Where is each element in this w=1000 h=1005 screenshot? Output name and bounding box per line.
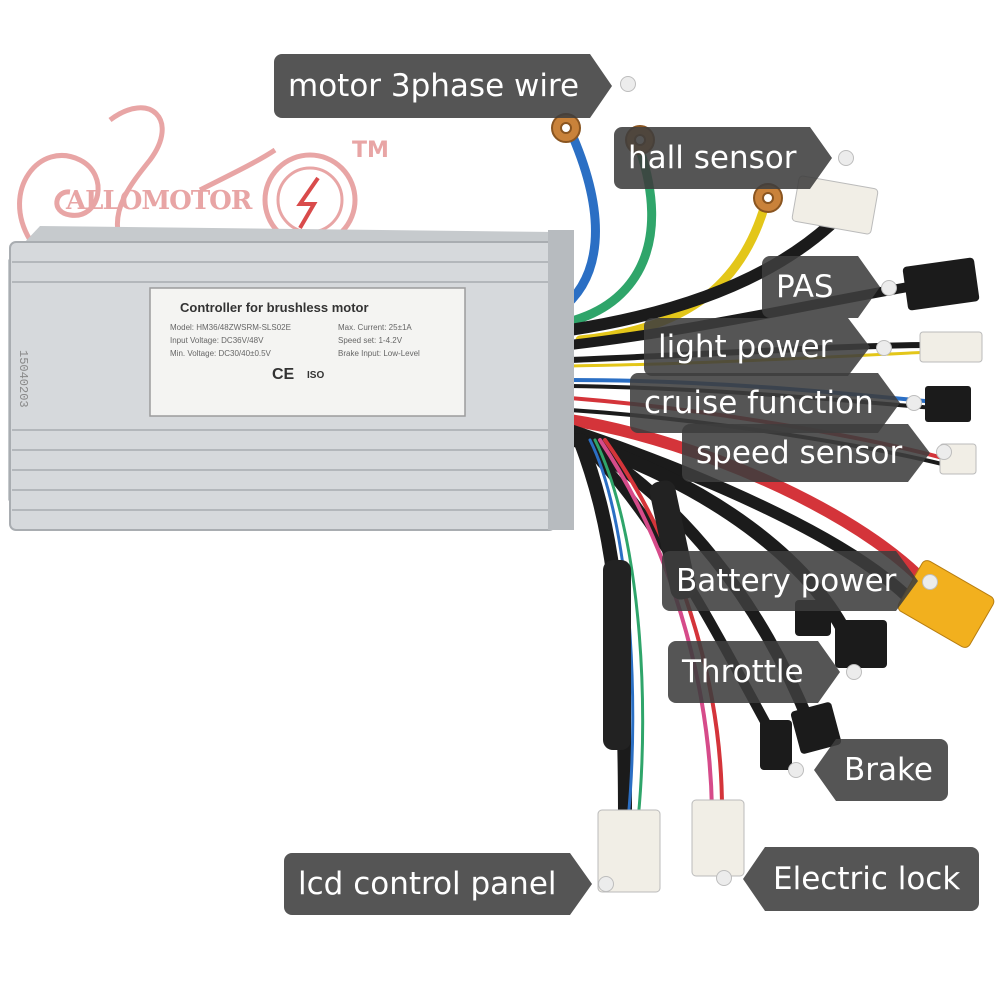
plate-min-voltage: Min. Voltage: DC30/40±0.5V <box>170 349 271 358</box>
brand-logo <box>17 105 358 248</box>
pointer-dot-brake <box>788 762 804 778</box>
label-brake: Brake <box>814 739 948 801</box>
serial-number: 15040203 <box>16 350 30 408</box>
plate-brake-input: Brake Input: Low-Level <box>338 349 420 358</box>
pointer-dot-hall-sensor <box>838 150 854 166</box>
label-battery-power: Battery power <box>662 551 918 611</box>
controller-housing <box>8 226 574 531</box>
label-throttle: Throttle <box>668 641 840 703</box>
pointer-dot-throttle <box>846 664 862 680</box>
plate-max-current: Max. Current: 25±1A <box>338 323 412 332</box>
label-hall-sensor: hall sensor <box>614 127 832 189</box>
pointer-dot-speed-sensor <box>936 444 952 460</box>
plate-model: Model: HM36/48ZWSRM-SLS02E <box>170 323 291 332</box>
label-lcd-control-panel: lcd control panel <box>284 853 592 915</box>
pointer-dot-battery-power <box>922 574 938 590</box>
pointer-dot-electric-lock <box>716 870 732 886</box>
pointer-dot-cruise-function <box>906 395 922 411</box>
plate-speed-set: Speed set: 1-4.2V <box>338 336 403 345</box>
pointer-dot-pas <box>881 280 897 296</box>
label-light-power: light power <box>644 318 870 376</box>
label-electric-lock: Electric lock <box>743 847 979 911</box>
pointer-dot-motor-phase <box>620 76 636 92</box>
label-cruise-function: cruise function <box>630 373 900 433</box>
ce-mark: CE <box>272 366 295 383</box>
plate-input-voltage: Input Voltage: DC36V/48V <box>170 336 264 345</box>
pointer-dot-lcd-panel <box>598 876 614 892</box>
label-pas: PAS <box>762 256 880 318</box>
label-motor-3phase-wire: motor 3phase wire <box>274 54 612 118</box>
plate-title: Controller for brushless motor <box>180 300 369 315</box>
pointer-dot-light-power <box>876 340 892 356</box>
iso-mark: ISO <box>307 370 325 381</box>
wire-bundle <box>555 125 952 827</box>
brand-name: ALLOMOTOR <box>66 186 252 216</box>
trademark-symbol: TM <box>352 138 389 163</box>
label-speed-sensor: speed sensor <box>682 424 930 482</box>
